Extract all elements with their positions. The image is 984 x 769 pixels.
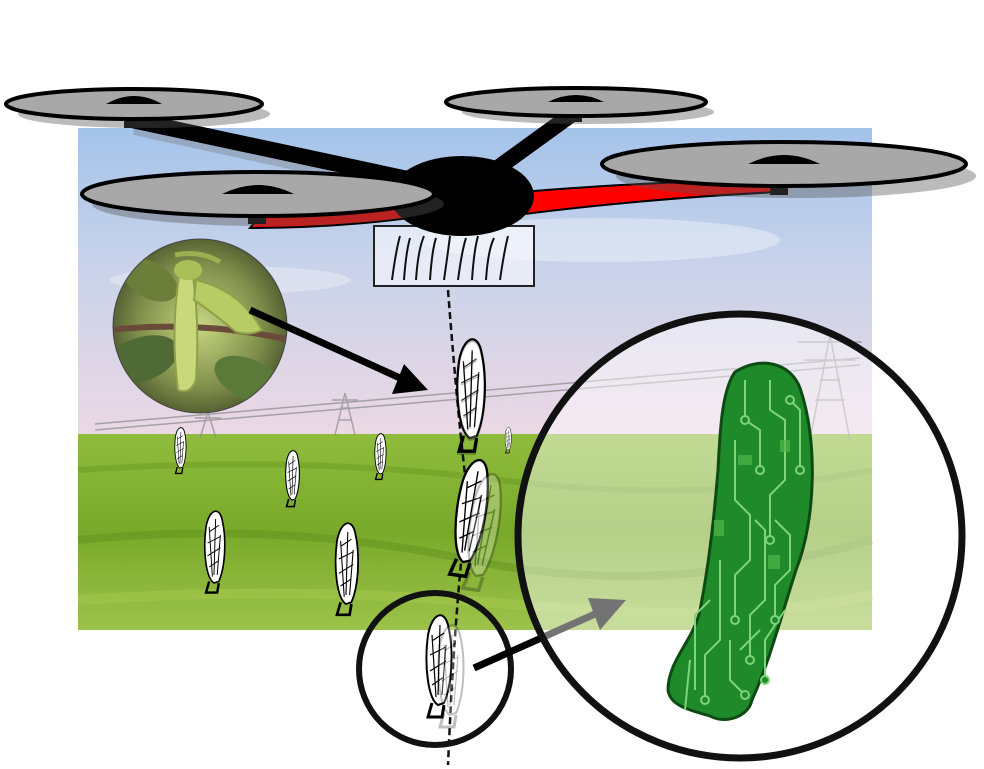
rotor-icon [80, 170, 444, 226]
magnify-circle [356, 590, 514, 748]
rotor-icon [444, 86, 714, 124]
circuit-board-samara-icon [514, 310, 966, 762]
maple-samara-photo [112, 238, 288, 414]
arrow-icon [472, 598, 626, 672]
seed-dispenser-box-icon [373, 225, 535, 287]
rotor-icon [600, 140, 976, 198]
rotor-icon [4, 87, 270, 128]
arrow-icon [248, 306, 428, 394]
quadcopter-drone-icon [4, 86, 976, 236]
